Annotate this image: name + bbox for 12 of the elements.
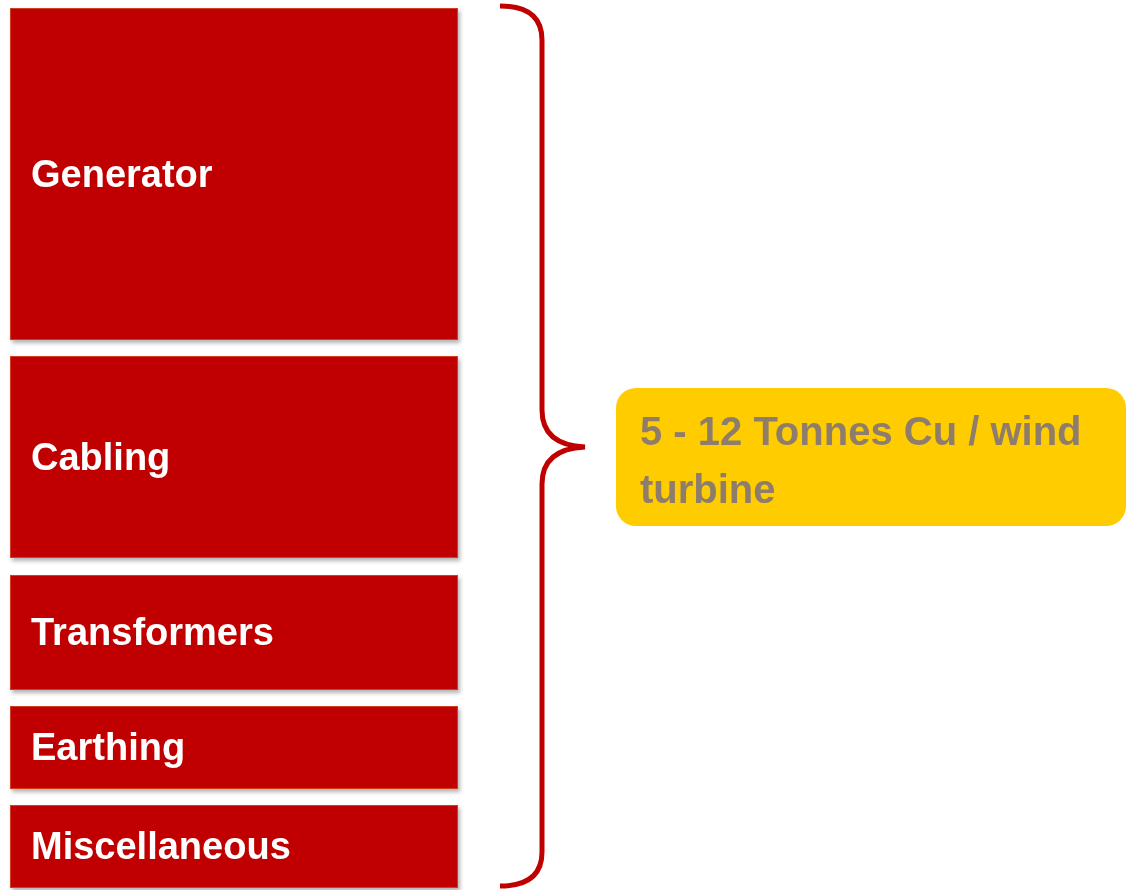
component-label: Miscellaneous xyxy=(31,825,291,868)
component-box xyxy=(10,8,458,340)
component-box xyxy=(10,706,458,789)
component-label: Generator xyxy=(31,152,213,196)
component-box xyxy=(10,805,458,888)
component-label: Earthing xyxy=(31,726,186,769)
callout-text: 5 - 12 Tonnes Cu / wind turbine xyxy=(640,408,1083,513)
callout-box xyxy=(616,388,1126,526)
component-box xyxy=(10,575,458,690)
component-label: Transformers xyxy=(31,611,274,654)
component-box xyxy=(10,356,458,558)
component-label: Cabling xyxy=(31,435,171,479)
